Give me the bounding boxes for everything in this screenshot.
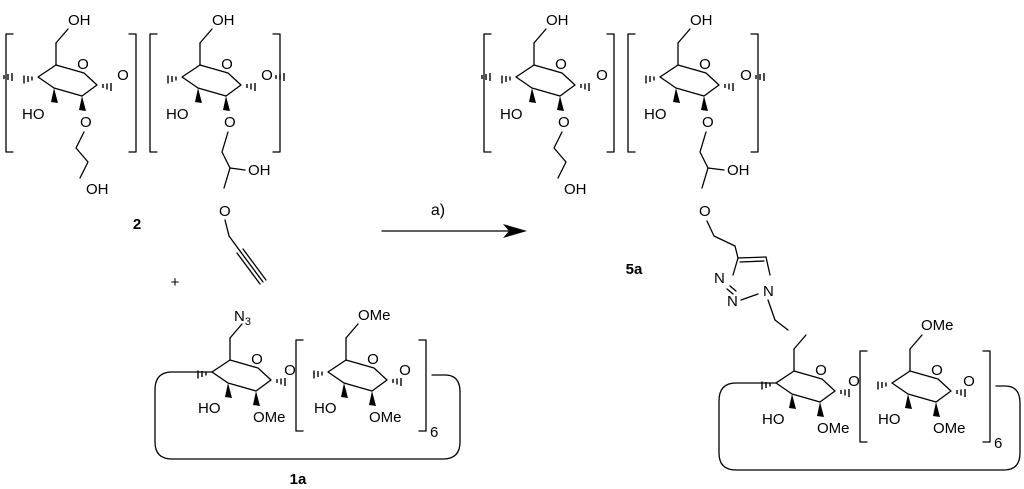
ring-oxygen-label: O xyxy=(815,362,827,379)
ring-oxygen-label: O xyxy=(367,351,379,368)
ether-oxygen-label: O xyxy=(224,114,236,131)
glycosidic-oxygen-label: O xyxy=(261,67,273,84)
methoxy-label: OMe xyxy=(253,409,286,426)
glycosidic-oxygen-label: O xyxy=(596,67,608,84)
hydroxyl-label: HO xyxy=(22,106,45,123)
hydroxyl-label: HO xyxy=(314,400,337,417)
hydroxyl-label: OH xyxy=(68,12,91,29)
compound-5a: O O O O OH OH HO HO O O OH OH O N N N 5a xyxy=(481,12,1021,471)
repeat-count: 6 xyxy=(994,435,1002,452)
glycosidic-oxygen-label: O xyxy=(848,373,860,390)
ring-oxygen-label: O xyxy=(699,56,711,73)
plus-sign: + xyxy=(171,274,180,291)
triazole-nitrogen-label: N xyxy=(763,283,774,300)
ether-oxygen-label: O xyxy=(702,114,714,131)
ring-oxygen-label: O xyxy=(931,362,943,379)
hydroxyl-label: HO xyxy=(762,411,785,428)
hydroxyl-label: OH xyxy=(564,181,587,198)
glycosidic-oxygen-label: O xyxy=(963,373,975,390)
ether-oxygen-label: O xyxy=(80,114,92,131)
glycosidic-oxygen-label: O xyxy=(117,67,129,84)
ring-oxygen-label: O xyxy=(221,56,233,73)
hydroxyl-label: OH xyxy=(248,162,271,179)
hydroxyl-label: OH xyxy=(546,12,569,29)
ring-oxygen-label: O xyxy=(251,351,263,368)
hydroxyl-label: HO xyxy=(500,106,523,123)
hydroxyl-label: OH xyxy=(212,12,235,29)
triazole-nitrogen-label: N xyxy=(727,293,738,310)
methoxy-label: OMe xyxy=(921,317,954,334)
ring-oxygen-label: O xyxy=(555,56,567,73)
hydroxyl-label: HO xyxy=(878,411,901,428)
methoxy-label: OMe xyxy=(933,420,966,437)
glycosidic-oxygen-label: O xyxy=(284,362,296,379)
glycosidic-oxygen-label: O xyxy=(399,362,411,379)
compound-5a-label: 5a xyxy=(626,261,643,278)
glycosidic-oxygen-label: O xyxy=(740,67,752,84)
compound-2-label: 2 xyxy=(133,216,141,233)
methoxy-label: OMe xyxy=(358,307,391,324)
hydroxyl-label: HO xyxy=(198,400,221,417)
hydroxyl-label: OH xyxy=(690,12,713,29)
ether-oxygen-label: O xyxy=(219,203,231,220)
hydroxyl-label: OH xyxy=(86,181,109,198)
ether-oxygen-label: O xyxy=(558,114,570,131)
hydroxyl-label: HO xyxy=(644,106,667,123)
methoxy-label: OMe xyxy=(817,420,850,437)
compound-1a-label: 1a xyxy=(290,471,307,488)
hydroxyl-label: OH xyxy=(727,162,750,179)
hydroxyl-label: HO xyxy=(166,106,189,123)
compound-1a: O O O O N3 OMe HO OMe HO OMe 6 1a xyxy=(154,307,461,488)
compound-2: O O O O OH OH HO HO O O OH OH O 2 xyxy=(3,12,285,285)
methoxy-label: OMe xyxy=(369,409,402,426)
reaction-arrow: a) xyxy=(381,202,527,238)
azide-label: N3 xyxy=(234,308,251,328)
repeat-count: 6 xyxy=(430,424,438,441)
ether-oxygen-label: O xyxy=(699,203,711,220)
triazole-nitrogen-label: N xyxy=(714,270,725,287)
ring-oxygen-label: O xyxy=(77,56,89,73)
reagent-label: a) xyxy=(431,202,445,219)
